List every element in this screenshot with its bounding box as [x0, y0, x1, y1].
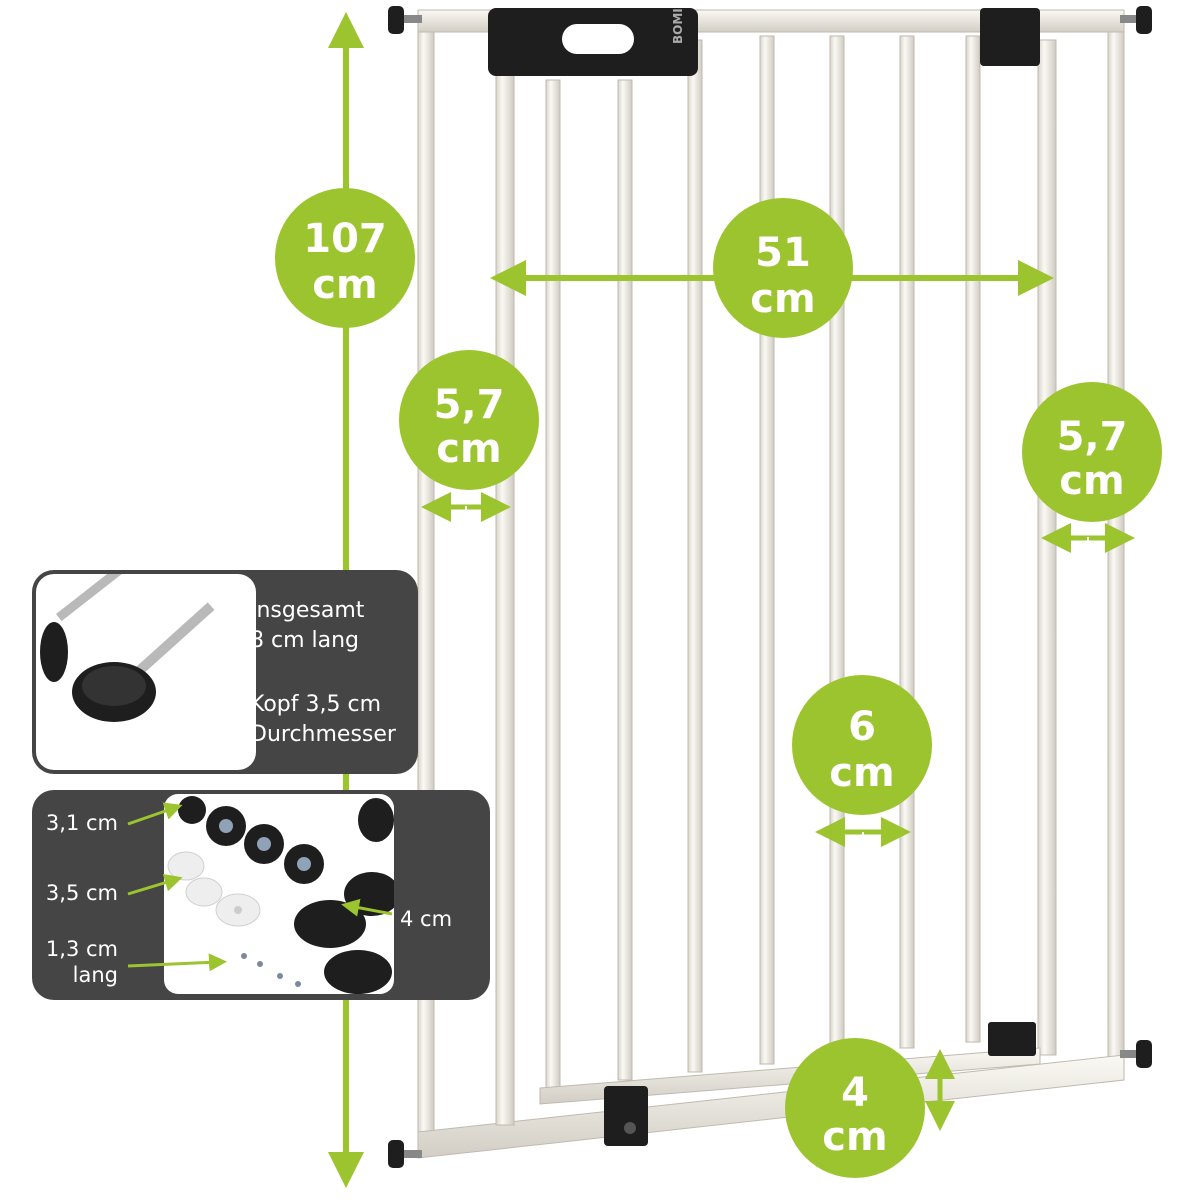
right-frame-badge: 5,7 cm: [1022, 382, 1162, 522]
left-frame-unit: cm: [436, 426, 501, 472]
handle: BOMI: [488, 8, 698, 76]
bolt-photo: [36, 574, 256, 770]
gate-frame: [417, 9, 1125, 1159]
bottom-step-badge: 4 cm: [785, 1038, 925, 1178]
screw-label-line-1: 1,3 cm: [45, 937, 118, 961]
bolt-line-4: Durchmesser: [250, 722, 396, 747]
height-unit: cm: [312, 262, 377, 308]
screw-label-line-2: lang: [72, 963, 118, 987]
right-frame-arrow: [1041, 523, 1135, 553]
right-frame-value: 5,7: [1057, 414, 1128, 460]
bolt-info-panel: Insgesamt 8 cm lang Kopf 3,5 cm Durchmes…: [32, 570, 418, 774]
bar-gap-unit: cm: [829, 750, 894, 796]
left-frame-arrow: [421, 492, 511, 522]
pressure-bolt-bottom-left-icon: [388, 1140, 422, 1168]
bolt-line-1: Insgesamt: [250, 598, 365, 623]
left-frame-badge: 5,7 cm: [399, 350, 539, 490]
bar-gap-arrow: [815, 817, 911, 847]
pad-label: 4 cm: [400, 907, 453, 931]
height-badge: 107 cm: [275, 188, 415, 328]
latch-bottom-right: [988, 1022, 1036, 1056]
bar-gap-badge: 6 cm: [792, 675, 932, 815]
pressure-bolt-bottom-right-icon: [1120, 1040, 1152, 1068]
width-unit: cm: [750, 276, 815, 322]
pressure-bolt-top-right-icon: [1120, 6, 1152, 34]
hinge-top-right: [980, 8, 1040, 66]
parts-icon: [167, 796, 394, 994]
latch-bottom-left: [604, 1086, 648, 1146]
bottom-step-unit: cm: [822, 1114, 887, 1160]
pressure-bolt-top-left-icon: [388, 6, 422, 34]
bolt-line-3: Kopf 3,5 cm: [250, 692, 382, 717]
right-frame-unit: cm: [1059, 458, 1124, 504]
handle-logo: BOMI: [671, 8, 685, 44]
height-value: 107: [303, 216, 387, 262]
parts-panel: 3,1 cm 3,5 cm 1,3 cm lang 4 cm: [32, 790, 490, 1000]
width-value: 51: [755, 230, 811, 276]
nut-label: 3,1 cm: [45, 811, 118, 835]
pressure-bolt-icon: [40, 574, 215, 722]
bolt-text: Insgesamt 8 cm lang Kopf 3,5 cm Durchmes…: [250, 596, 396, 750]
bolt-line-2: 8 cm lang: [250, 628, 360, 653]
bar-gap-value: 6: [848, 704, 876, 750]
parts-arrows: [127, 802, 393, 972]
width-badge: 51 cm: [713, 198, 853, 338]
parts-photo: [164, 794, 394, 994]
washer-label: 3,5 cm: [45, 881, 118, 905]
bottom-step-value: 4: [841, 1070, 869, 1116]
left-frame-value: 5,7: [434, 382, 505, 428]
